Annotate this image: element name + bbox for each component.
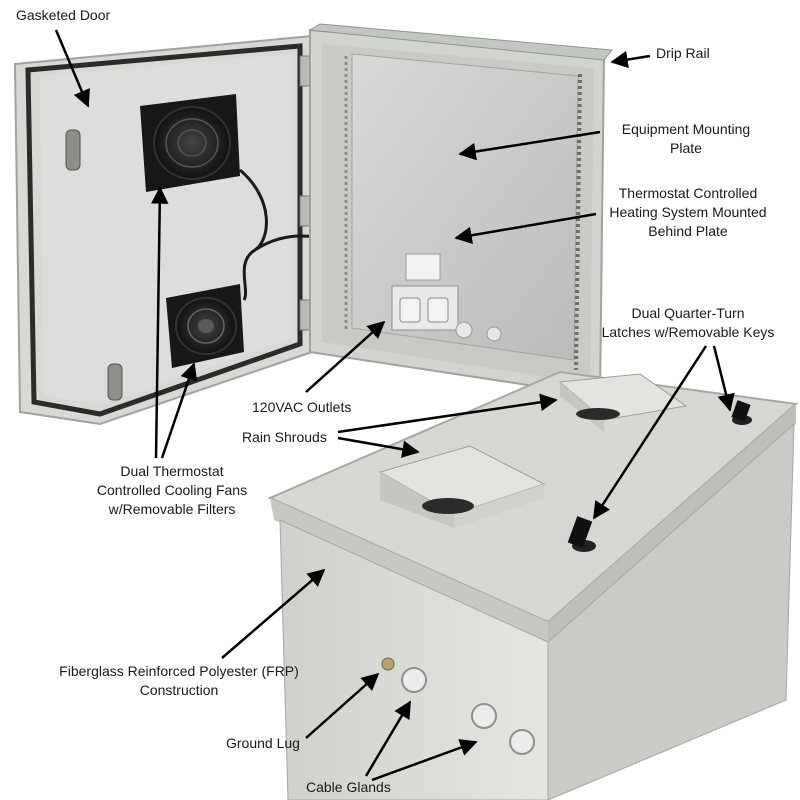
cooling-fan-lower <box>166 284 244 368</box>
arrow-latch-front <box>592 345 708 520</box>
label-latches: Dual Quarter-Turn Latches w/Removable Ke… <box>601 305 775 340</box>
arrow-latch-rear <box>712 345 735 412</box>
arrow-frp <box>221 568 326 659</box>
arrow-gland-1 <box>364 700 412 777</box>
label-outlets: 120VAC Outlets <box>252 399 352 415</box>
enclosure-side-face <box>547 422 795 800</box>
enclosure-front-face <box>279 519 549 800</box>
label-rain-shrouds: Rain Shrouds <box>242 429 327 445</box>
label-frp: Fiberglass Reinforced Polyester (FRP) Co… <box>59 663 299 698</box>
label-mounting-plate: Equipment Mounting Plate <box>621 121 751 156</box>
equipment-mounting-plate <box>351 53 579 361</box>
label-ground-lug: Ground Lug <box>226 735 300 751</box>
cable-gland-icon <box>486 326 502 342</box>
door-latch-key-icon-lower <box>107 363 123 401</box>
closed-enclosure <box>267 370 799 800</box>
cable-gland-icon <box>401 667 427 693</box>
fan-icon <box>153 106 231 180</box>
arrow-drip-rail <box>610 50 651 69</box>
rain-shroud-rear <box>558 373 688 432</box>
label-drip-rail: Drip Rail <box>656 45 710 61</box>
door-latch-key-icon <box>65 129 81 171</box>
callout-arrows <box>54 29 735 782</box>
fan-icon <box>422 498 474 514</box>
thermostat-label <box>405 253 441 281</box>
drip-rail <box>308 23 613 61</box>
enclosure-lid-side-edge <box>548 404 796 642</box>
label-cooling-fans: Dual Thermostat Controlled Cooling Fans … <box>96 463 248 517</box>
arrow-ground-lug <box>305 672 380 739</box>
din-rail-right <box>574 73 582 371</box>
arrow-rain-shroud-front <box>337 436 420 458</box>
outlet-box <box>391 253 459 331</box>
fan-icon <box>576 408 620 420</box>
label-heating-system: Thermostat Controlled Heating System Mou… <box>609 185 767 239</box>
arrow-fan-upper <box>151 186 169 459</box>
cable-gland-icon <box>471 703 497 729</box>
arrow-outlets <box>305 320 386 393</box>
quarter-turn-latch-rear <box>731 400 752 425</box>
outlet-icon <box>427 297 449 323</box>
latch-key-icon <box>567 516 593 548</box>
arrow-mounting-plate <box>458 130 601 161</box>
cooling-fan-upper <box>140 94 240 192</box>
arrow-fan-lower <box>160 362 198 459</box>
quarter-turn-latch-front <box>567 516 596 552</box>
arrow-gasketed-door <box>54 29 90 108</box>
arrow-gland-2 <box>371 739 478 782</box>
label-cable-glands: Cable Glands <box>306 779 391 795</box>
open-enclosure <box>13 23 613 426</box>
ground-lug <box>381 657 395 671</box>
latch-key-icon <box>731 400 751 422</box>
rain-shroud-front <box>378 445 546 528</box>
outlet-icon <box>399 297 421 323</box>
label-gasketed-door: Gasketed Door <box>16 7 111 23</box>
cable-gland-icon <box>509 729 535 755</box>
arrow-heating-system <box>454 212 597 244</box>
arrow-rain-shroud-rear <box>337 393 558 434</box>
cable-gland-icon <box>455 321 473 339</box>
door-gasket <box>25 43 303 417</box>
enclosure-lid-front-edge <box>270 498 548 642</box>
